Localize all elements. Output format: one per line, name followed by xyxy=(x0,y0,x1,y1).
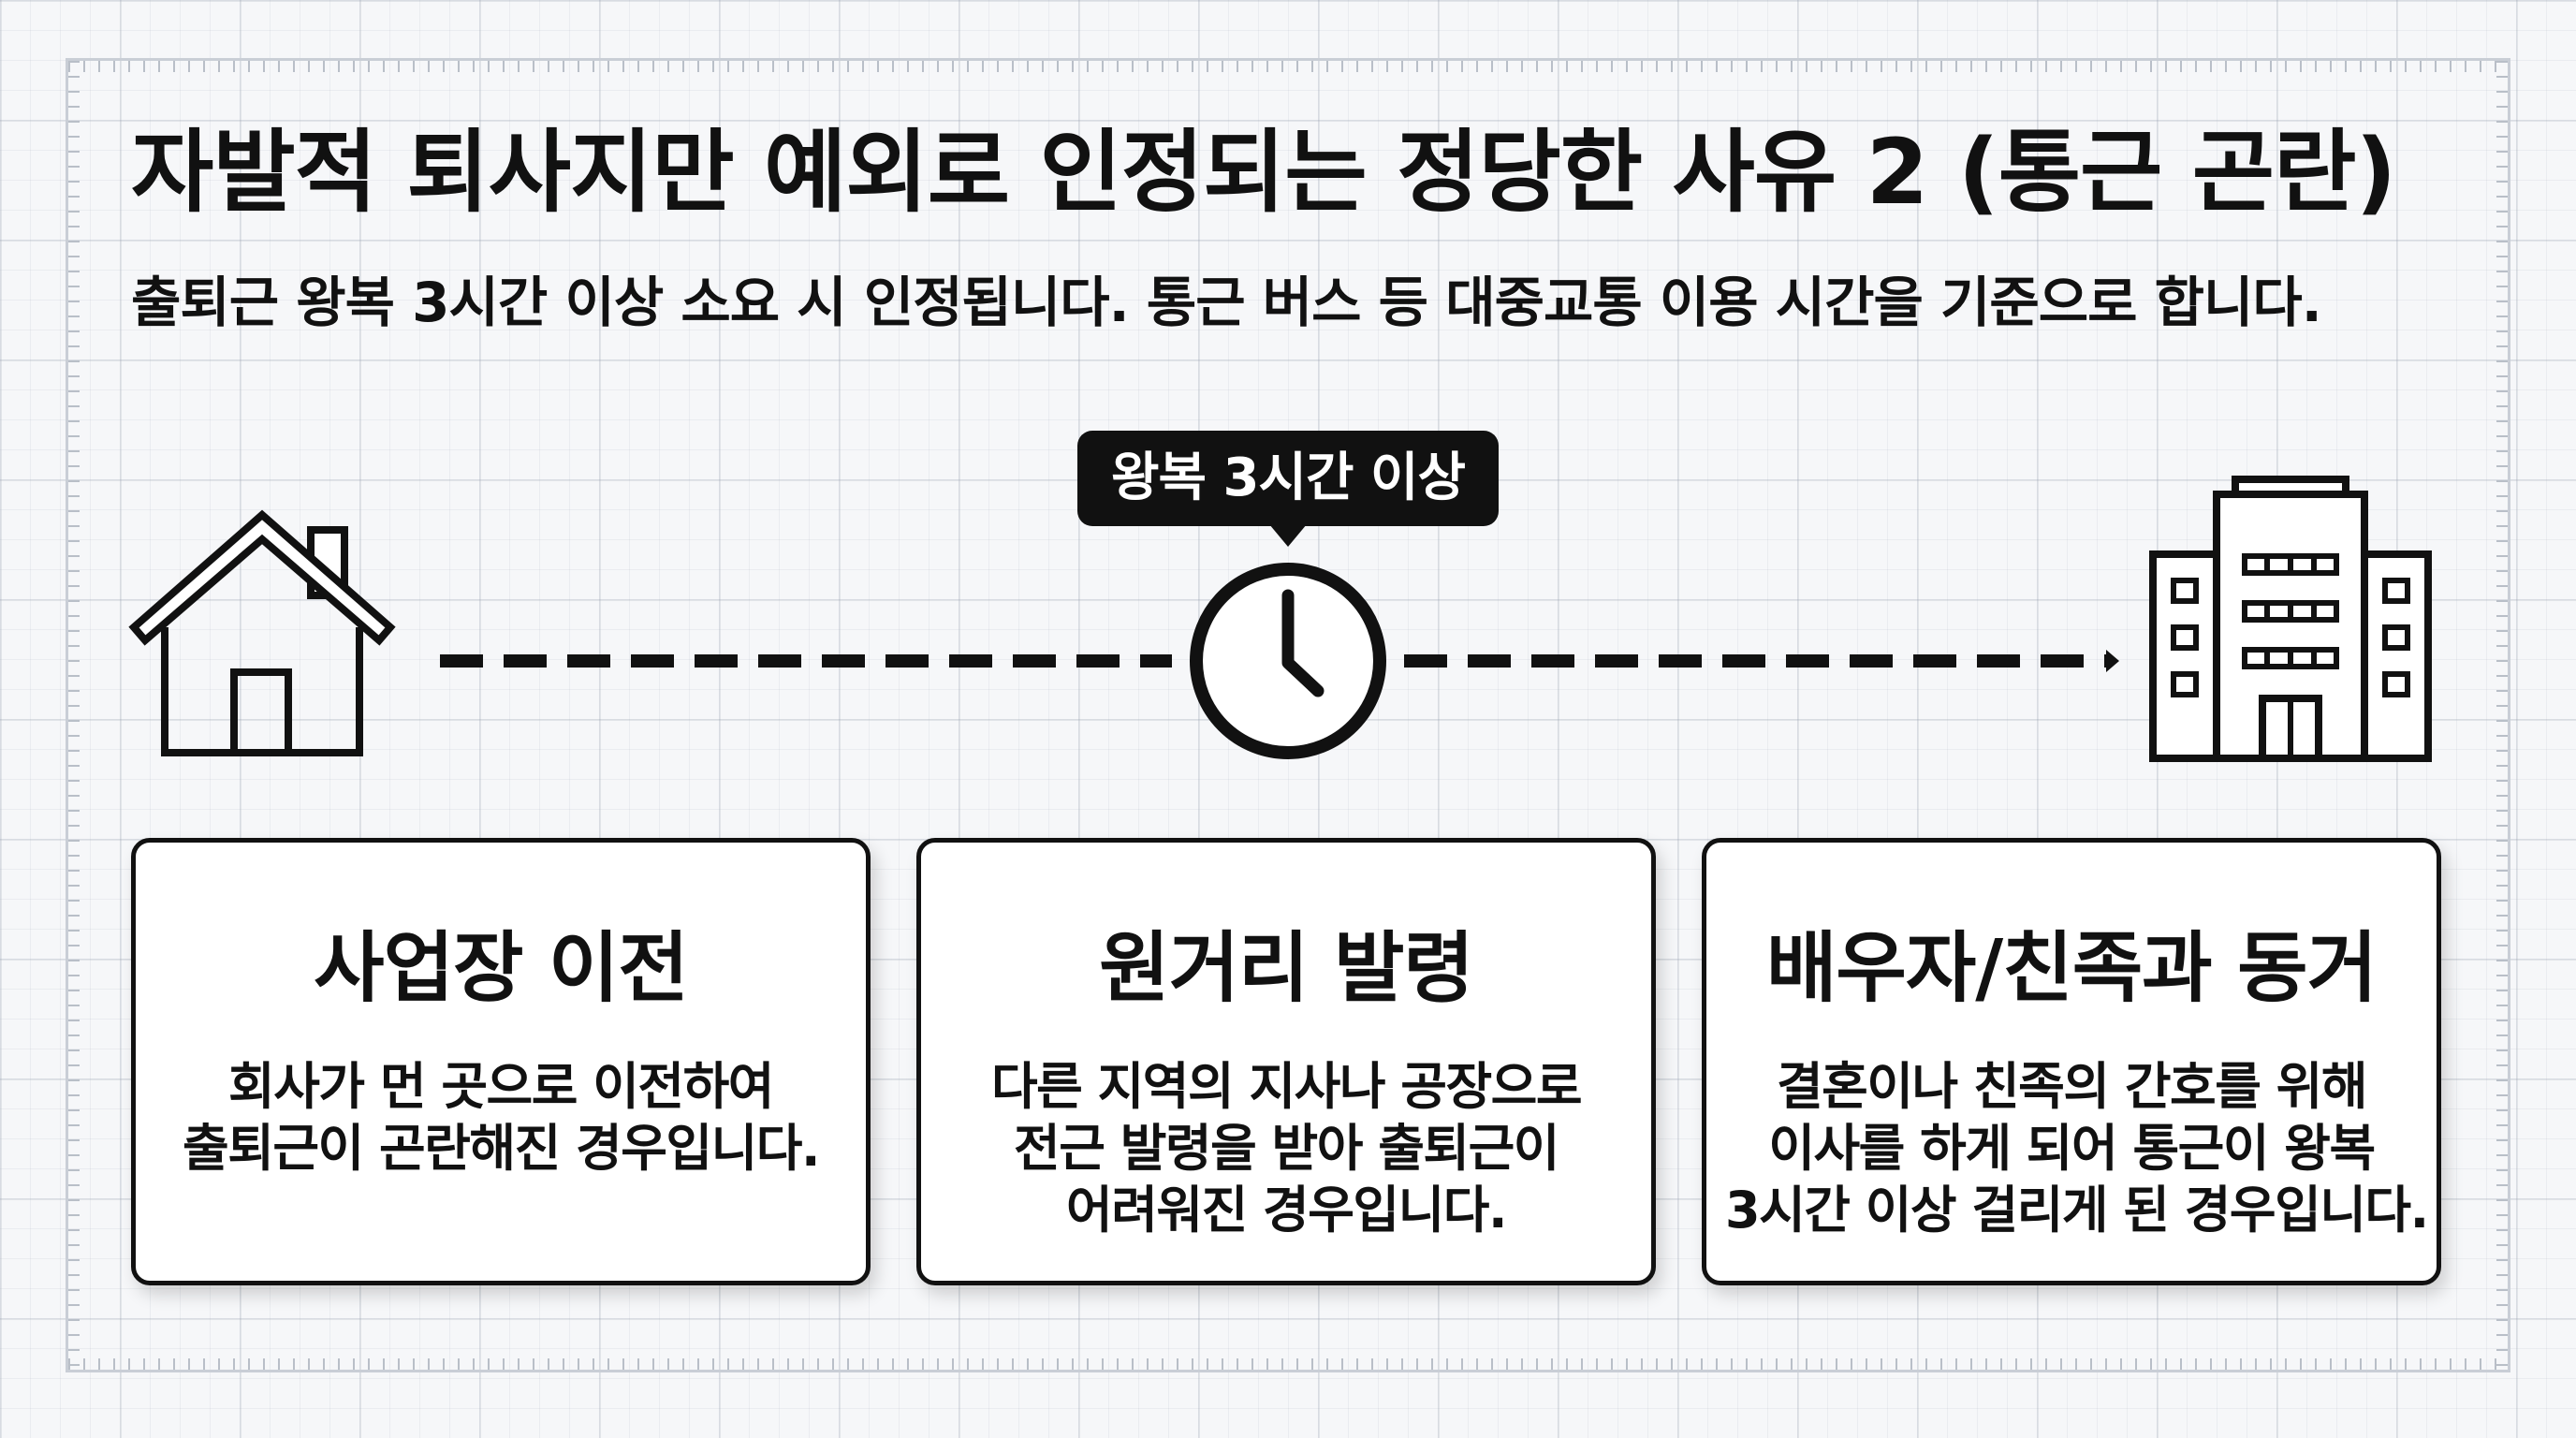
callout-bubble xyxy=(1077,431,1499,547)
commute-diagram xyxy=(128,431,2432,762)
card-description: 회사가 먼 곳으로 이전하여 출퇴근이 곤란해진 경우입니다. xyxy=(154,1056,847,1180)
card-description: 결혼이나 친족의 간호를 위해 이사를 하게 되어 통근이 왕복 3시간 이상 … xyxy=(1725,1056,2429,1241)
page-subtitle: 출퇴근 왕복 3시간 이상 소요 시 인정됩니다. 통근 버스 등 대중교통 이… xyxy=(131,271,2322,334)
card-remote-transfer: 원거리 발령 다른 지역의 지사나 공장으로 전근 발령을 받아 출퇴근이 어려… xyxy=(916,838,1656,1285)
card-desc-line: 이사를 하게 되어 통근이 왕복 xyxy=(1768,1119,2376,1178)
card-desc-line: 어려워진 경우입니다. xyxy=(1066,1181,1507,1240)
card-description: 다른 지역의 지사나 공장으로 전근 발령을 받아 출퇴근이 어려워진 경우입니… xyxy=(940,1056,1632,1241)
card-title: 원거리 발령 xyxy=(1099,924,1474,1013)
card-desc-line: 3시간 이상 걸리게 된 경우입니다. xyxy=(1725,1181,2429,1240)
card-family-cohabitation: 배우자/친족과 동거 결혼이나 친족의 간호를 위해 이사를 하게 되어 통근이… xyxy=(1702,838,2441,1285)
office-building-icon xyxy=(2149,476,2432,762)
card-desc-line: 결혼이나 친족의 간호를 위해 xyxy=(1776,1057,2368,1116)
card-desc-line: 다른 지역의 지사나 공장으로 xyxy=(990,1057,1583,1116)
card-title: 사업장 이전 xyxy=(314,924,689,1013)
arrow-head xyxy=(2106,650,2119,672)
clock-icon xyxy=(1190,563,1386,759)
card-desc-line: 전근 발령을 받아 출퇴근이 xyxy=(1014,1119,1559,1178)
card-desc-line: 회사가 먼 곳으로 이전하여 xyxy=(228,1057,774,1116)
callout-label: 왕복 3시간 이상 xyxy=(1110,448,1466,508)
house-icon xyxy=(128,509,396,756)
page-title: 자발적 퇴사지만 예외로 인정되는 정당한 사유 2 (통근 곤란) xyxy=(131,120,2396,225)
card-desc-line: 출퇴근이 곤란해진 경우입니다. xyxy=(183,1119,820,1178)
card-workplace-relocation: 사업장 이전 회사가 먼 곳으로 이전하여 출퇴근이 곤란해진 경우입니다. xyxy=(131,838,871,1285)
card-title: 배우자/친족과 동거 xyxy=(1765,924,2378,1013)
